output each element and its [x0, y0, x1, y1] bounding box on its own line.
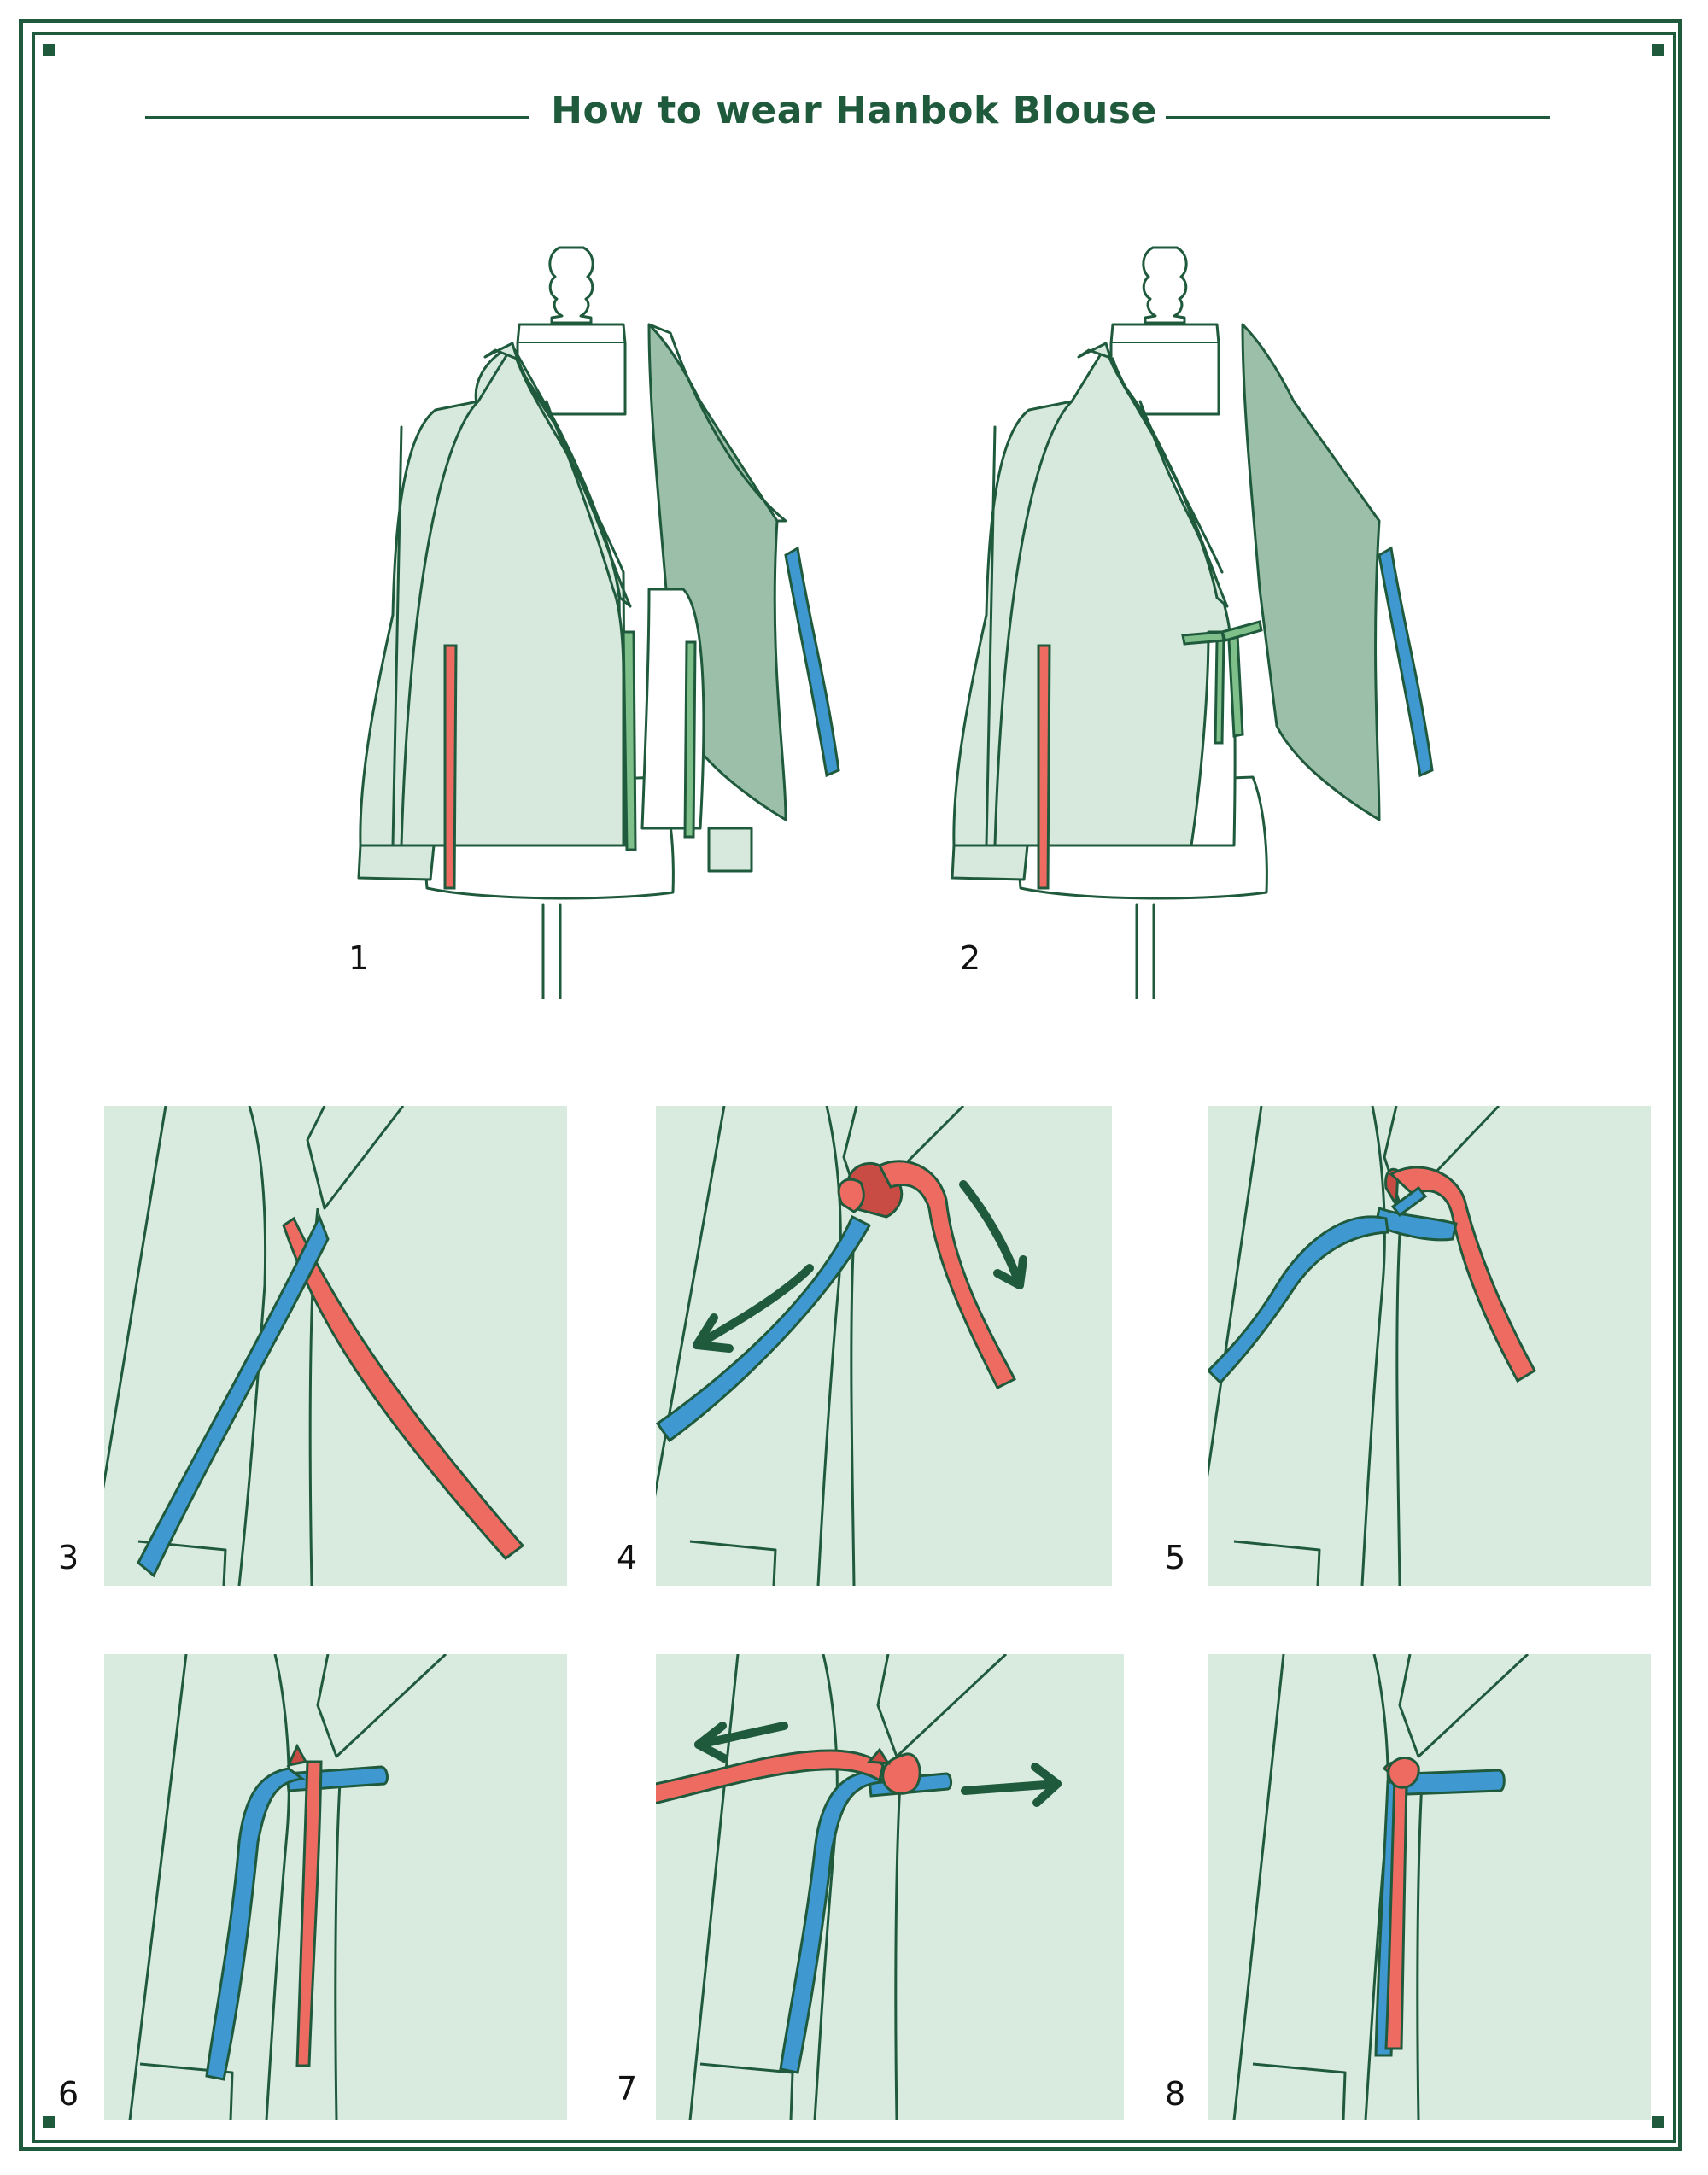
step-8-panel [1208, 1654, 1651, 2120]
step-4-panel [656, 1106, 1112, 1586]
red-tie-through-loop-icon [128, 1654, 447, 2120]
corner-square-icon [43, 2116, 55, 2128]
step-3-panel [104, 1106, 567, 1586]
corner-square-icon [1652, 44, 1664, 56]
step-number-7: 7 [617, 2070, 638, 2108]
knot-tighten-arrows-icon [656, 1654, 1062, 2120]
step-1-illustration [342, 231, 854, 999]
mannequin-blouse-open-icon [357, 246, 840, 999]
step-2-illustration [935, 231, 1448, 999]
step-number-3: 3 [58, 1539, 79, 1576]
page-title: How to wear Hanbok Blouse [551, 89, 1157, 132]
step-5-panel [1208, 1106, 1651, 1586]
title-rule-left [145, 116, 529, 119]
step-number-4: 4 [617, 1539, 638, 1576]
corner-square-icon [1652, 2116, 1664, 2128]
title-rule-right [1166, 116, 1550, 119]
step-7-panel [656, 1654, 1124, 2120]
blue-tie-loop-icon [1208, 1106, 1537, 1586]
finished-bow-icon [1232, 1654, 1530, 2120]
step-number-5: 5 [1165, 1539, 1186, 1576]
ties-knotted-arrows-icon [656, 1106, 1027, 1586]
step-6-panel [104, 1654, 567, 2120]
outer-border [19, 19, 1682, 2151]
step-number-2: 2 [960, 939, 981, 977]
ties-crossed-icon [104, 1106, 567, 1586]
corner-square-icon [43, 44, 55, 56]
mannequin-blouse-inner-tie-icon [951, 246, 1434, 999]
inner-border [32, 32, 1676, 2143]
step-number-6: 6 [58, 2075, 79, 2113]
step-number-8: 8 [1165, 2075, 1186, 2113]
step-number-1: 1 [348, 939, 370, 977]
